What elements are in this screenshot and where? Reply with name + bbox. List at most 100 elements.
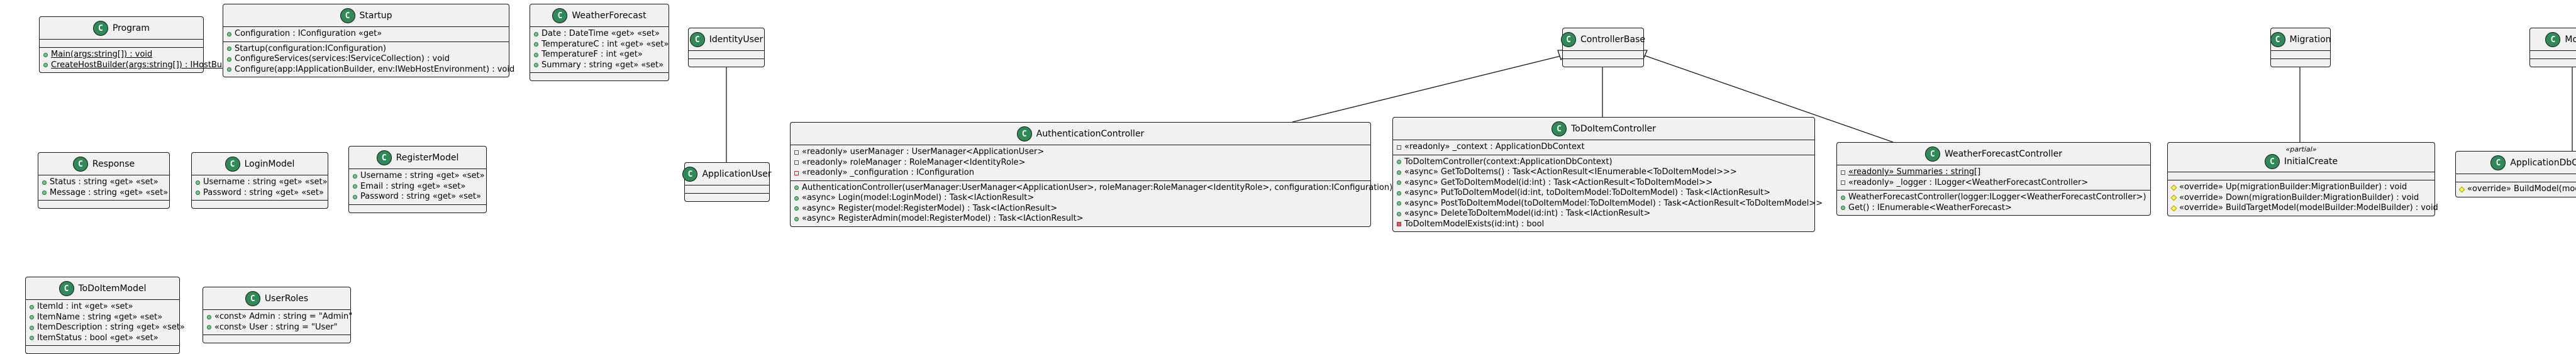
class-name: LoginModel (244, 159, 295, 169)
method-text: AuthenticationController(userManager:Use… (802, 182, 1393, 192)
public-visibility-icon (227, 57, 231, 62)
public-visibility-icon (1397, 160, 1401, 165)
public-visibility-icon (207, 314, 211, 319)
public-visibility-icon (42, 191, 47, 196)
public-visibility-icon (1397, 170, 1401, 175)
method-text: «override» BuildTargetModel(modelBuilder… (2179, 203, 2438, 213)
field-text: Date : DateTime «get» «set» (541, 29, 660, 38)
class-name: Migration (2289, 35, 2331, 45)
methods-section: ToDoItemController(context:ApplicationDb… (1393, 154, 1823, 232)
field: ItemId : int «get» «set» (30, 302, 175, 313)
field: Username : string «get» «set» (196, 177, 328, 188)
class-name: ControllerBase (1580, 35, 1645, 45)
class-name: Response (92, 159, 135, 169)
method-text: CreateHostBuilder(args:string[]) : IHost… (51, 60, 240, 70)
public-visibility-icon (30, 336, 34, 341)
class-modelsnapshot[interactable]: CMode (2529, 28, 2576, 67)
private-visibility-icon (794, 150, 799, 155)
public-visibility-icon (43, 52, 48, 57)
field: Username : string «get» «set» (353, 171, 485, 182)
field: «readonly» _configuration : IConfigurati… (794, 168, 1367, 179)
fields-section: «const» Admin : string = "Admin"«const» … (203, 309, 353, 335)
method: «async» PostToDoItemModel(toDoItemModel:… (1397, 199, 1823, 209)
public-visibility-icon (207, 325, 211, 330)
field-text: «const» Admin : string = "Admin" (214, 312, 353, 321)
field-text: Summary : string «get» «set» (541, 60, 664, 70)
method: ToDoItemModelExists(id:int) : bool (1397, 219, 1811, 230)
public-visibility-icon (534, 42, 538, 47)
fields-section (689, 50, 764, 58)
fields-section: «readonly» Summaries : string[]«readonly… (1837, 165, 2150, 190)
public-visibility-icon (1397, 201, 1401, 206)
public-visibility-icon (1397, 191, 1401, 196)
public-visibility-icon (794, 196, 799, 201)
field-text: «const» User : string = "User" (214, 322, 338, 332)
field-text: «readonly» roleManager : RoleManager<Ide… (802, 157, 1026, 167)
field: Message : string «get» «set» (42, 188, 168, 199)
class-badge-icon: C (689, 32, 705, 47)
public-visibility-icon (534, 31, 538, 36)
class-name: UserRoles (264, 294, 309, 304)
method: «async» GetToDoItemModel(id:int) : Task<… (1397, 178, 1811, 189)
class-badge-icon: C (376, 150, 392, 165)
methods-section (1563, 58, 1643, 67)
method: «async» GetToDoItems() : Task<ActionResu… (1397, 167, 1811, 178)
private-visibility-icon (1841, 170, 1845, 175)
field-text: TemperatureC : int «get» «set» (541, 39, 669, 49)
class-badge-icon: C (682, 167, 698, 182)
field: Date : DateTime «get» «set» (534, 29, 665, 40)
fields-section: «readonly» _context : ApplicationDbConte… (1393, 140, 1814, 155)
fields-section (2456, 174, 2576, 182)
class-name: RegisterModel (396, 153, 459, 163)
method-text: ToDoItemController(context:ApplicationDb… (1404, 157, 1613, 167)
field-text: ItemId : int «get» «set» (37, 302, 133, 311)
field-text: TemperatureF : int «get» (541, 50, 643, 59)
method-text: Configure(app:IApplicationBuilder, env:I… (235, 64, 515, 74)
methods-section: AuthenticationController(userManager:Use… (791, 180, 1392, 226)
methods-section (530, 72, 669, 80)
fields-section: Username : string «get» «set»Email : str… (349, 169, 486, 204)
method-text: ConfigureServices(services:IServiceColle… (235, 54, 450, 64)
field-text: Username : string «get» «set» (203, 177, 328, 187)
method-text: «async» PutToDoItemModel(id:int, toDoIte… (1404, 188, 1771, 197)
method-text: «override» BuildModel(mod (2467, 184, 2576, 194)
method: CreateHostBuilder(args:string[]) : IHost… (43, 60, 240, 71)
methods-section (2530, 58, 2576, 67)
method-text: WeatherForecastController(logger:ILogger… (1848, 192, 2146, 202)
field: «readonly» _logger : ILogger<WeatherFore… (1841, 178, 2146, 189)
public-visibility-icon (30, 315, 34, 320)
fields-section (685, 185, 769, 193)
public-visibility-icon (42, 180, 47, 185)
public-visibility-icon (794, 206, 799, 211)
class-name: WeatherForecast (572, 11, 647, 21)
class-badge-icon: C (1924, 147, 1940, 162)
methods-section (2271, 58, 2330, 67)
class-badge-icon: C (1552, 121, 1567, 136)
fields-section: Date : DateTime «get» «set»TemperatureC … (530, 26, 669, 72)
field-text: Password : string «get» «set» (203, 187, 324, 197)
private-visibility-icon (1397, 145, 1401, 150)
method: Get() : IEnumerable<WeatherForecast> (1841, 203, 2146, 214)
methods-section (685, 193, 769, 201)
